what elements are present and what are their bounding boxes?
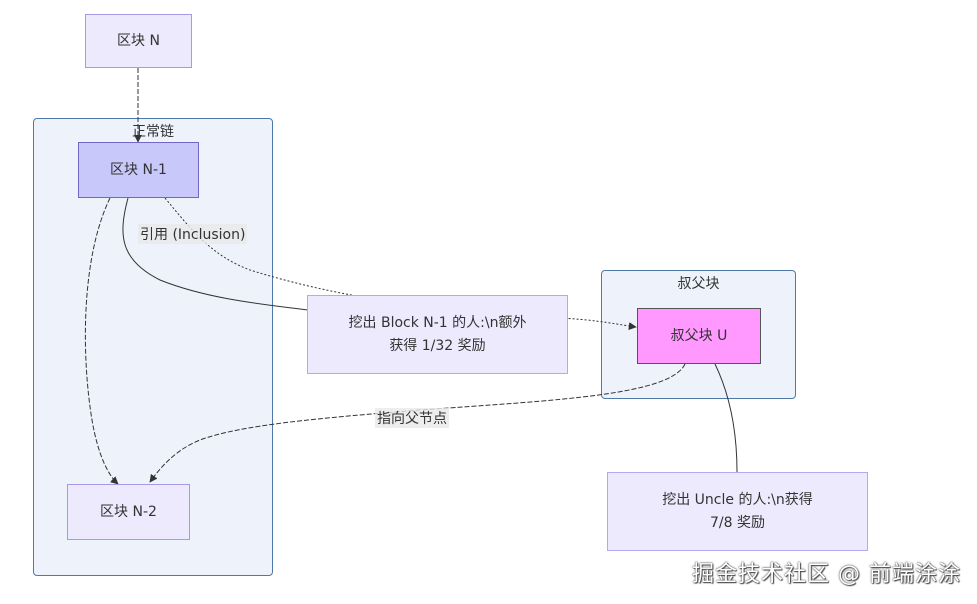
main-chain-cluster-title: 正常链 (132, 124, 174, 140)
block-n2-label: 区块 N-2 (100, 503, 157, 520)
note-uncle-reward[interactable]: 挖出 Uncle 的人:\n获得 7/8 奖励 (607, 472, 868, 551)
note-block-n1-reward[interactable]: 挖出 Block N-1 的人:\n额外 获得 1/32 奖励 (307, 295, 568, 374)
block-n2-node[interactable]: 区块 N-2 (67, 484, 190, 540)
block-n1-label: 区块 N-1 (110, 161, 167, 178)
note-block-n1-line2: 获得 1/32 奖励 (389, 337, 486, 354)
uncle-cluster-title: 叔父块 (677, 276, 720, 292)
block-n1-node[interactable]: 区块 N-1 (78, 142, 199, 198)
note-block-n1-text: 挖出 Block N-1 的人:\n额外 获得 1/32 奖励 (349, 312, 527, 357)
note-block-n1-line1: 挖出 Block N-1 的人:\n额外 (348, 315, 527, 332)
parent-edge-label: 指向父节点 (375, 408, 449, 428)
note-uncle-line1: 挖出 Uncle 的人:\n获得 (662, 492, 813, 509)
block-n-node[interactable]: 区块 N (85, 14, 192, 68)
note-uncle-text: 挖出 Uncle 的人:\n获得 7/8 奖励 (662, 489, 813, 534)
inclusion-edge-label: 引用 (Inclusion) (138, 224, 248, 244)
uncle-block-label: 叔父块 U (670, 327, 728, 344)
note-uncle-line2: 7/8 奖励 (710, 514, 765, 531)
block-n-label: 区块 N (117, 32, 160, 49)
watermark: 掘金技术社区 @ 前端涂涂 (692, 562, 961, 587)
uncle-block-node[interactable]: 叔父块 U (637, 308, 761, 364)
